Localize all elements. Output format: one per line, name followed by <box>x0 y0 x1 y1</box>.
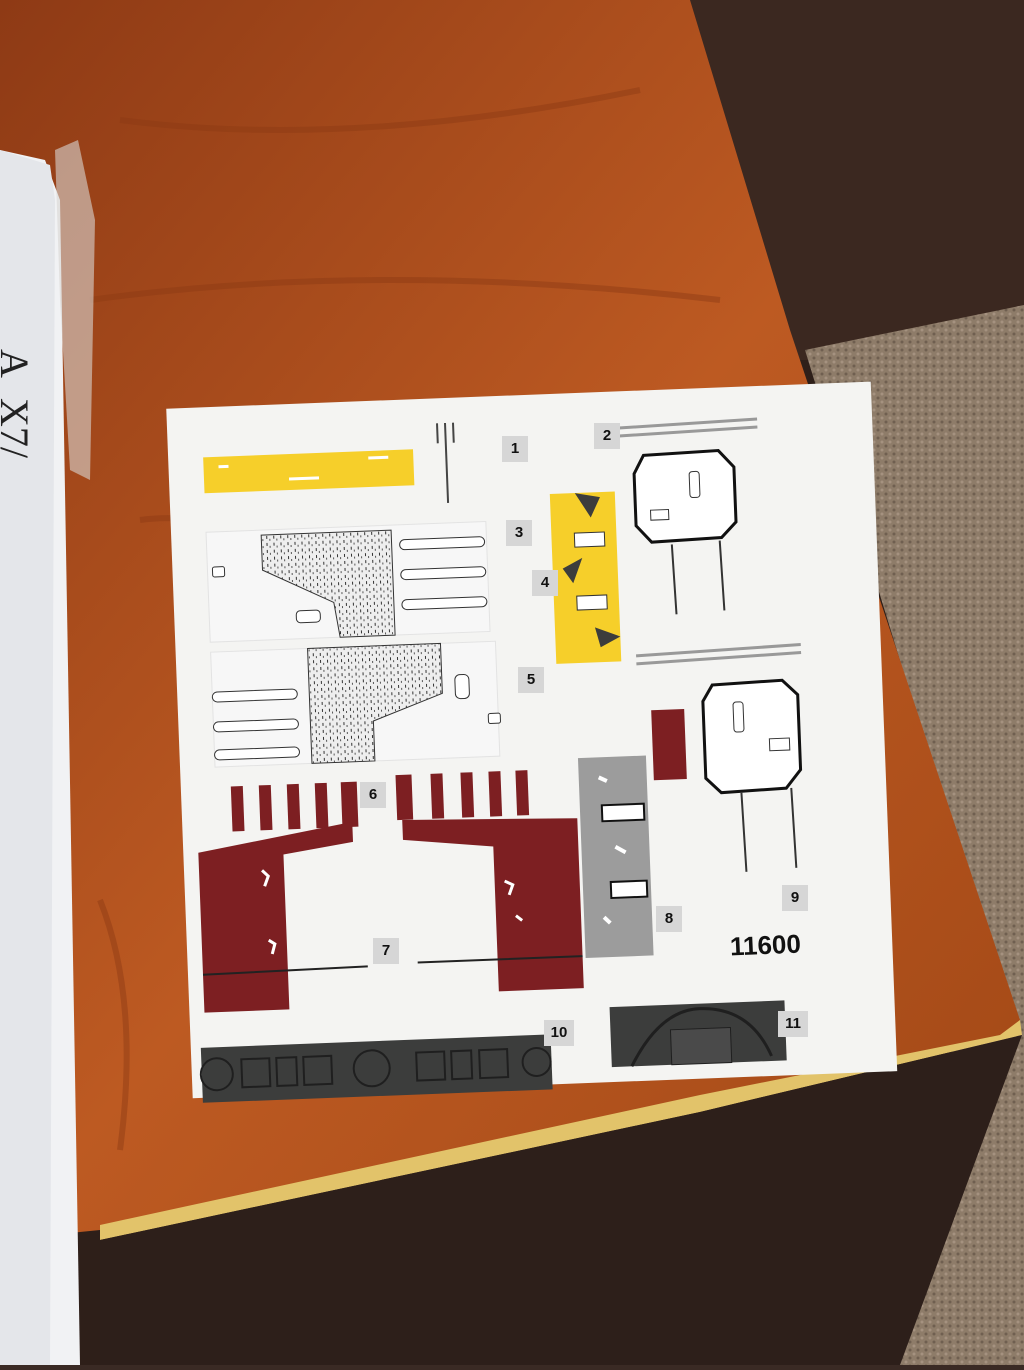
sticker-number-9: 9 <box>782 885 808 911</box>
sticker-number-7: 7 <box>373 938 399 964</box>
sticker-number-2: 2 <box>594 423 620 449</box>
table-grain <box>89 87 721 1151</box>
sticker-7-left <box>198 821 354 1013</box>
plastic-bag <box>55 140 95 480</box>
sticker-5-pattern <box>307 642 443 764</box>
booklet-edge-text: A_X7/ <box>0 349 37 458</box>
sticker-7-right <box>402 818 584 992</box>
sticker-1-yellow-strip <box>203 449 415 494</box>
antenna-line <box>436 422 455 503</box>
table-edge <box>100 1020 1022 1240</box>
sticker-number-4: 4 <box>532 570 558 596</box>
sticker-9-lower <box>701 678 803 795</box>
sticker-number-8: 8 <box>656 906 682 932</box>
sticker-9-red-strip <box>651 709 687 781</box>
booklet-cover <box>0 150 55 1365</box>
sticker-3-pattern <box>260 529 396 638</box>
floor-shadow <box>100 1035 1022 1365</box>
sticker-number-3: 3 <box>506 520 532 546</box>
sticker-2-lines <box>607 417 758 439</box>
set-number: 11600 <box>729 928 802 962</box>
sticker-number-1: 1 <box>502 436 528 462</box>
sticker-number-5: 5 <box>518 667 544 693</box>
sticker-number-10: 10 <box>544 1020 574 1046</box>
sticker-number-11: 11 <box>778 1011 808 1037</box>
sticker-number-6: 6 <box>360 782 386 808</box>
sticker-6-stripes <box>230 770 530 832</box>
sticker-sheet <box>166 381 898 1103</box>
